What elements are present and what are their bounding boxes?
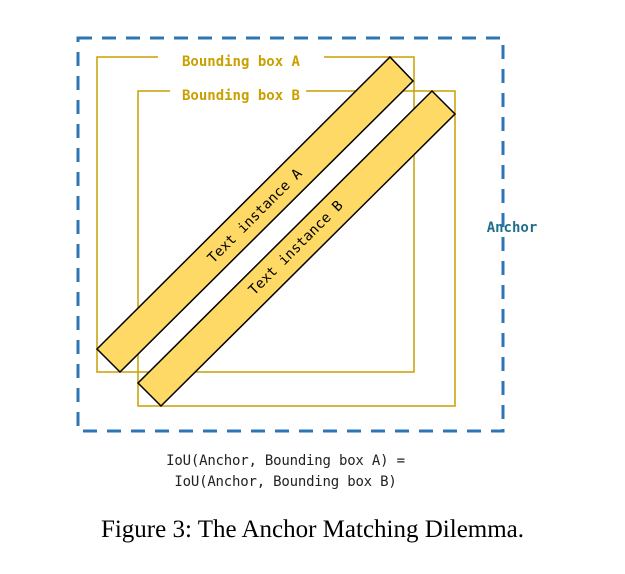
bounding-box-b-label: Bounding box B: [182, 88, 300, 104]
figure-caption: Figure 3: The Anchor Matching Dilemma.: [100, 516, 525, 543]
text-instance-a-bar: [95, 55, 415, 374]
anchor-label: Anchor: [487, 220, 538, 236]
iou-equation-line-1: IoU(Anchor, Bounding box A) =: [166, 453, 405, 469]
text-instance-b-bar: [136, 89, 457, 408]
bbox-b-label-bg: [170, 83, 306, 101]
bounding-box-a-label: Bounding box A: [182, 54, 301, 70]
iou-equation-line-2: IoU(Anchor, Bounding box B): [174, 474, 397, 490]
bbox-a-label-bg: [158, 49, 324, 67]
